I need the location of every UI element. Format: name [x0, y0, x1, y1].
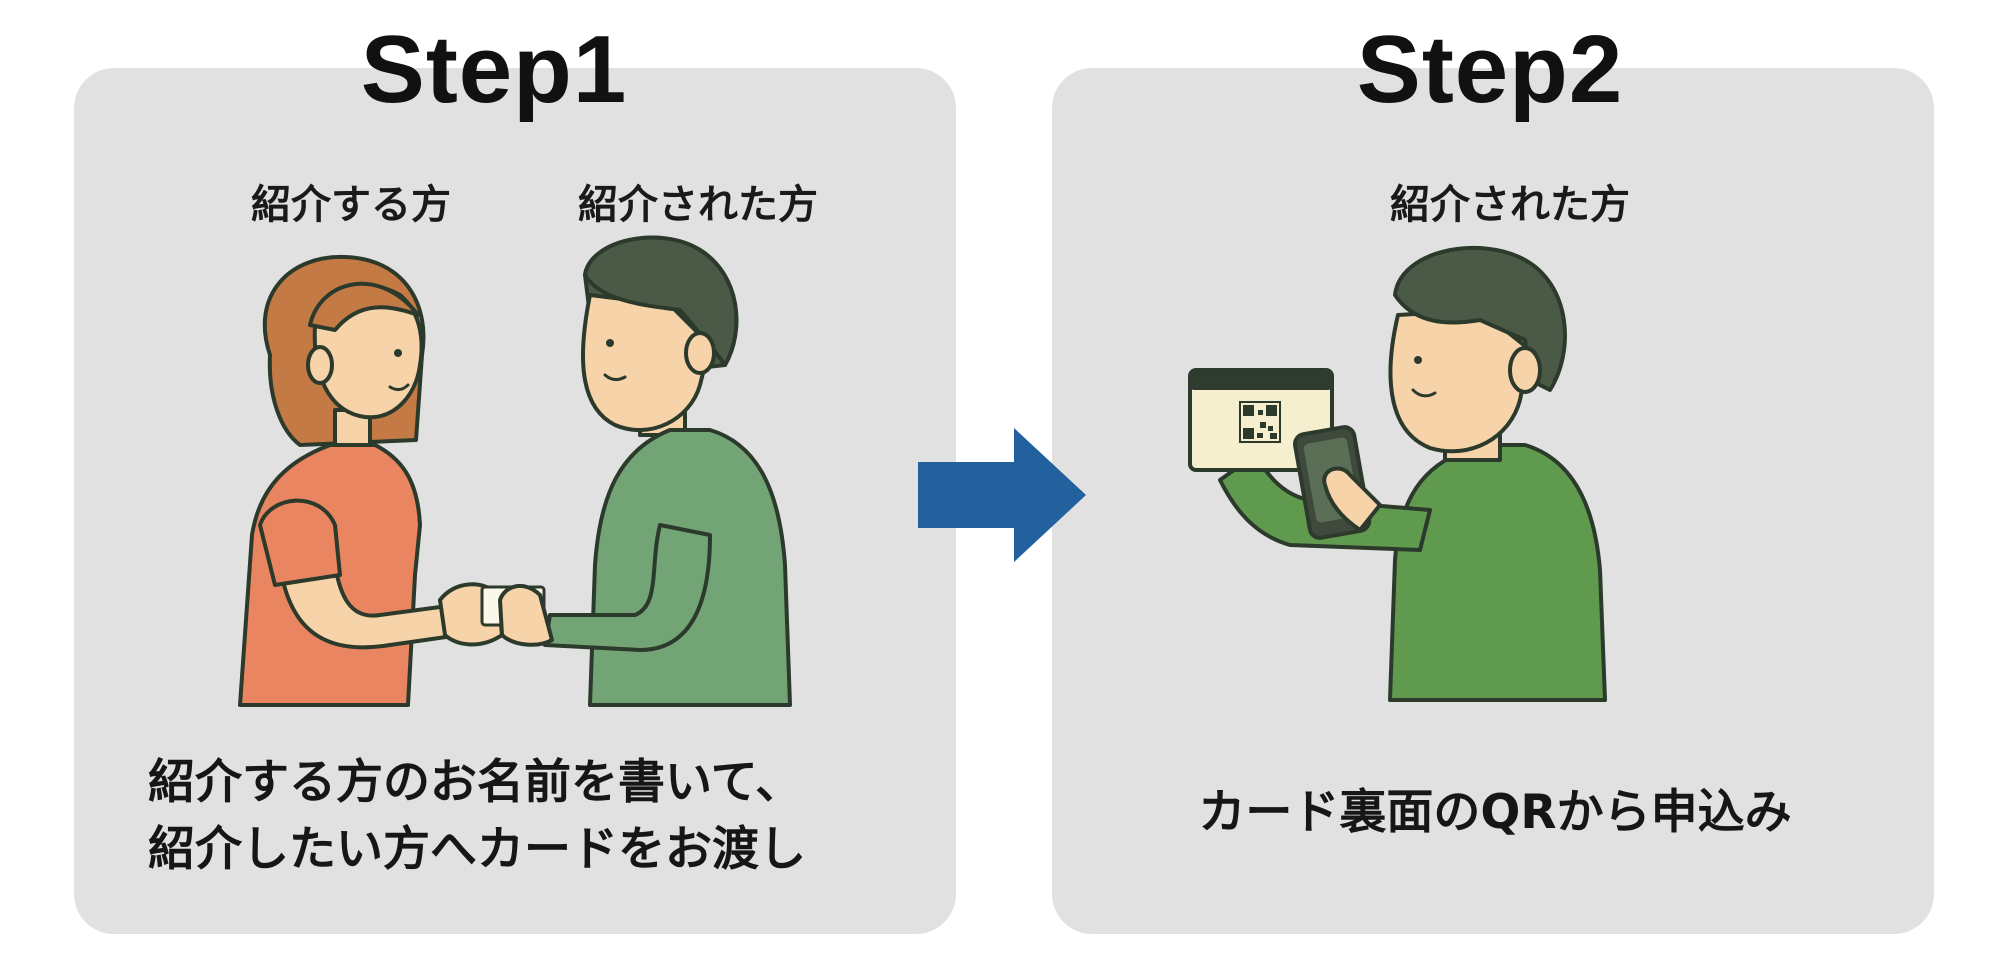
label-referred: 紹介された方 [578, 182, 818, 228]
step2-illustration [1188, 246, 1607, 702]
right-arrow-icon [918, 428, 1086, 562]
man-scanning-figure [1218, 246, 1607, 702]
step1-title: Step1 [360, 16, 628, 123]
step2-label-referred: 紹介された方 [1390, 182, 1630, 228]
step1-caption-line2: 紹介したい方へカードをお渡し [148, 822, 806, 877]
step1-caption-line1: 紹介する方のお名前を書いて、 [148, 755, 803, 810]
woman-figure [238, 254, 504, 707]
step1-illustration [238, 235, 792, 707]
step2-caption: カード裏面のQRから申込み [1198, 785, 1792, 840]
man-figure [498, 235, 792, 707]
hand-holding-phone [1322, 466, 1382, 532]
qr-code-icon [1239, 401, 1281, 443]
step2-title: Step2 [1356, 16, 1624, 123]
card-icon [1188, 368, 1334, 472]
step1-panel [74, 68, 956, 934]
label-referrer: 紹介する方 [251, 182, 451, 228]
